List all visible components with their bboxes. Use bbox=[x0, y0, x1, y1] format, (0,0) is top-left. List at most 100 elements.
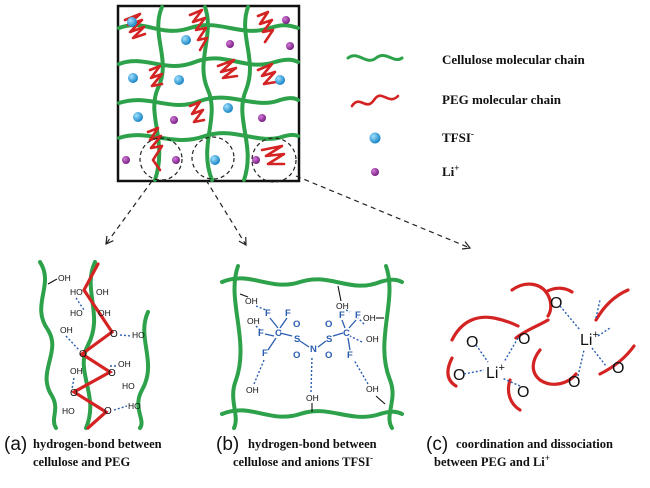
oxygen-label: O bbox=[108, 368, 116, 379]
peg-chain bbox=[256, 62, 278, 86]
caption-a: (a) hydrogen-bond between cellulose and … bbox=[4, 434, 162, 469]
hydroxyl-label: HO bbox=[62, 406, 75, 416]
bond bbox=[239, 293, 249, 298]
coordination-bond bbox=[595, 299, 601, 319]
hydroxyl-label: OH bbox=[336, 301, 349, 311]
legend-cellulose-label: Cellulose molecular chain bbox=[442, 52, 586, 67]
sulfur-label: S bbox=[326, 334, 332, 345]
peg-chain bbox=[446, 356, 458, 388]
oxygen-label: O bbox=[550, 295, 562, 312]
peg-chain bbox=[216, 58, 239, 80]
cellulose-chain bbox=[117, 56, 300, 68]
zoom-region-a bbox=[139, 137, 183, 181]
hydroxyl-label: OH bbox=[363, 313, 376, 323]
hydrogen-bond bbox=[75, 297, 85, 311]
bond bbox=[348, 319, 357, 329]
caption-a-line2: cellulose and PEG bbox=[33, 455, 131, 469]
coordination-bond bbox=[577, 349, 585, 377]
fluorine-label: F bbox=[262, 348, 268, 359]
hydrogen-bond bbox=[345, 309, 351, 313]
bond bbox=[317, 340, 327, 348]
li-ion bbox=[122, 156, 130, 164]
hydrogen-bond bbox=[310, 355, 313, 393]
tfsi-ion bbox=[174, 75, 184, 85]
oxygen-label: O bbox=[79, 349, 87, 360]
caption-b-line2: cellulose and anions TFSI- bbox=[233, 453, 373, 469]
legend-tfsi-icon bbox=[369, 132, 381, 144]
bond bbox=[337, 285, 342, 302]
caption-b-line1: hydrogen-bond between bbox=[248, 437, 377, 451]
li-ion bbox=[286, 42, 294, 50]
peg-chain bbox=[598, 344, 636, 376]
coordination-bond bbox=[475, 344, 489, 363]
peg-chain bbox=[544, 286, 574, 294]
li-ion bbox=[252, 156, 260, 164]
caption-c: (c) coordination and dissociation betwee… bbox=[426, 434, 613, 469]
hydroxyl-label: OH bbox=[70, 366, 83, 376]
zoom-region-c bbox=[251, 137, 297, 183]
legend-cellulose-icon bbox=[346, 53, 404, 62]
tfsi-ion bbox=[223, 103, 233, 113]
cellulose-chain bbox=[117, 23, 300, 33]
bond bbox=[375, 395, 386, 405]
hydrogen-bond bbox=[253, 359, 265, 385]
caption-a-letter: (a) bbox=[4, 434, 27, 455]
hydroxyl-label: OH bbox=[366, 384, 379, 394]
panel-c-diagram: O O O O O O O Li+ Li+ bbox=[446, 282, 636, 412]
cellulose-chain bbox=[220, 408, 404, 419]
peg-chain bbox=[594, 288, 630, 322]
oxygen-label: O bbox=[518, 331, 530, 348]
oxygen-label: O bbox=[517, 384, 529, 401]
caption-c-line2: between PEG and Li+ bbox=[434, 453, 550, 469]
hydroxyl-label: OH bbox=[246, 385, 259, 395]
sulfur-label: S bbox=[294, 334, 300, 345]
hydrogen-bond bbox=[353, 359, 369, 385]
peg-chain bbox=[148, 64, 164, 88]
li-ion bbox=[226, 40, 234, 48]
li-ion bbox=[282, 16, 290, 24]
hydroxyl-label: HO bbox=[132, 330, 145, 340]
hydroxyl-label: OH bbox=[98, 308, 111, 318]
bond bbox=[269, 317, 279, 329]
oxygen-label: O bbox=[104, 406, 112, 417]
hydroxyl-label: HO bbox=[128, 401, 141, 411]
hydrogen-bond bbox=[349, 335, 363, 343]
caption-b: (b) hydrogen-bond between cellulose and … bbox=[216, 434, 377, 469]
legend-li-icon bbox=[371, 168, 379, 176]
tfsi-ion bbox=[127, 17, 137, 27]
nitrogen-label: N bbox=[310, 344, 317, 355]
li-ion bbox=[172, 156, 180, 164]
lithium-ion-label: Li+ bbox=[580, 329, 599, 349]
coordination-bond bbox=[591, 347, 607, 367]
peg-chain bbox=[506, 378, 522, 412]
cellulose-chain bbox=[117, 95, 300, 107]
bond bbox=[347, 337, 351, 351]
panel-b-diagram: OH OH OH OH OH OH OH OH F F F C F S O O … bbox=[220, 264, 404, 430]
arrow-to-panel-c bbox=[295, 175, 472, 250]
li-ion bbox=[258, 114, 266, 122]
bond bbox=[47, 278, 58, 285]
peg-chain bbox=[256, 10, 275, 44]
hydroxyl-label: HO bbox=[70, 308, 83, 318]
hydrogen-bond bbox=[65, 335, 80, 351]
hydrogen-bond bbox=[357, 317, 365, 325]
hydroxyl-label: OH bbox=[245, 296, 258, 306]
peg-chain bbox=[188, 8, 209, 52]
arrow-to-panel-b bbox=[205, 179, 247, 247]
hydrogen-bond bbox=[119, 334, 132, 337]
fluorine-label: F bbox=[258, 328, 264, 339]
oxygen-label: O bbox=[70, 388, 78, 399]
fluorine-label: F bbox=[339, 310, 345, 321]
panel-a-diagram: OH HO OH HO OH OH O HO O OH OH O HO O O … bbox=[38, 260, 151, 430]
carbon-label: C bbox=[275, 328, 282, 339]
caption-a-line1: hydrogen-bond between bbox=[33, 437, 162, 451]
cellulose-chain bbox=[240, 5, 252, 182]
legend: Cellulose molecular chain PEG molecular … bbox=[346, 52, 586, 179]
oxygen-label: O bbox=[293, 350, 300, 361]
fluorine-label: F bbox=[265, 308, 271, 319]
oxygen-label: O bbox=[453, 367, 465, 384]
tfsi-ion bbox=[181, 35, 191, 45]
fluorine-label: F bbox=[347, 350, 353, 361]
cellulose-chain bbox=[382, 264, 395, 430]
